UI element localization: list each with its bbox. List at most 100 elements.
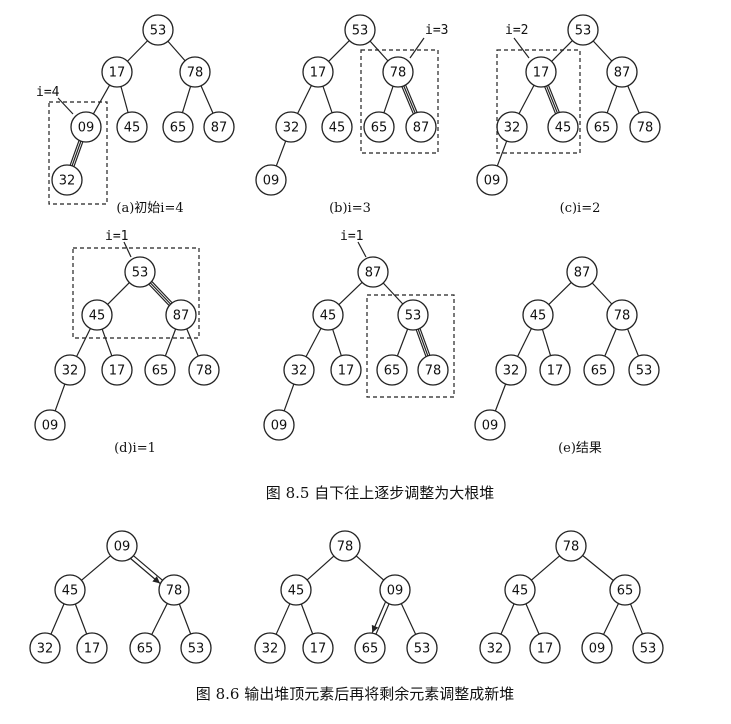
- node-value: 09: [263, 174, 280, 189]
- tree-node: 17: [302, 632, 334, 664]
- node-value: 32: [37, 642, 54, 657]
- pointer-d2-leader: [357, 241, 367, 258]
- dashed-highlight-box: [366, 294, 455, 398]
- node-value: 09: [484, 174, 501, 189]
- node-value: 32: [59, 174, 76, 189]
- tree-node: 45: [312, 299, 344, 331]
- tree-node: 45: [116, 111, 148, 143]
- tree-node: 53: [344, 14, 376, 46]
- tree-node: 17: [76, 632, 108, 664]
- node-value: 53: [636, 364, 653, 379]
- tree-edge: [101, 328, 113, 357]
- tree-node: 09: [106, 530, 138, 562]
- tree-edge: [306, 555, 335, 581]
- node-value: 45: [320, 309, 337, 324]
- arrow-head: [371, 624, 379, 633]
- pointer-d: i=1: [105, 229, 128, 244]
- tree-edge: [403, 85, 416, 114]
- tree-node: 65: [609, 574, 641, 606]
- node-value: 65: [170, 121, 187, 136]
- tree-edge: [396, 328, 409, 357]
- tree-edge: [591, 282, 613, 305]
- tree-node: 09: [474, 409, 506, 441]
- swap-mark: [73, 141, 84, 167]
- node-value: 78: [563, 540, 580, 555]
- pointer-b-leader: [409, 37, 425, 59]
- node-value: 45: [62, 584, 79, 599]
- tree-edge: [54, 383, 66, 412]
- tree-node: 87: [165, 299, 197, 331]
- tree-node: 87: [566, 256, 598, 288]
- node-value: 32: [487, 642, 504, 657]
- tree-node: 45: [522, 299, 554, 331]
- tree-node: 53: [406, 632, 438, 664]
- dashed-highlight-box: [72, 247, 200, 339]
- pointer-d2: i=1: [340, 229, 363, 244]
- node-value: 53: [405, 309, 422, 324]
- tree-edge: [541, 329, 552, 356]
- tree-node: 17: [101, 56, 133, 88]
- tree-edge: [338, 281, 363, 306]
- pointer-b: i=3: [425, 23, 448, 38]
- tree-edge: [81, 555, 111, 581]
- tree-edge: [328, 40, 350, 62]
- tree-node: 32: [51, 164, 83, 196]
- node-value: 17: [310, 642, 327, 657]
- tree-node: 32: [275, 111, 307, 143]
- tree-node: 45: [504, 574, 536, 606]
- tree-edge: [375, 603, 390, 635]
- tree-node: 45: [81, 299, 113, 331]
- tree-node: 78: [188, 354, 220, 386]
- node-value: 45: [329, 121, 346, 136]
- tree-edge: [200, 85, 214, 114]
- tree-edge: [275, 603, 291, 635]
- node-value: 17: [84, 642, 101, 657]
- tree-edge: [120, 86, 129, 113]
- tree-edge: [127, 40, 148, 62]
- tree-node: 78: [555, 530, 587, 562]
- tree-edge: [133, 555, 163, 581]
- tree-node: 17: [330, 354, 362, 386]
- tree-edge: [332, 329, 342, 356]
- tree-edge: [500, 603, 515, 635]
- tree-node: 65: [162, 111, 194, 143]
- swap-mark: [547, 84, 560, 113]
- tree-node: 78: [158, 574, 190, 606]
- tree-edge: [300, 603, 314, 635]
- tree-node: 65: [129, 632, 161, 664]
- node-value: 87: [574, 266, 591, 281]
- node-value: 87: [173, 309, 190, 324]
- node-value: 87: [413, 121, 430, 136]
- node-value: 87: [614, 66, 631, 81]
- node-value: 32: [503, 364, 520, 379]
- node-value: 65: [137, 642, 154, 657]
- node-value: 45: [512, 584, 529, 599]
- node-value: 78: [390, 66, 407, 81]
- tree-edge: [107, 282, 130, 305]
- node-value: 53: [640, 642, 657, 657]
- tree-edge: [283, 383, 295, 412]
- tree-edge: [186, 328, 199, 357]
- tree-edge: [382, 282, 404, 305]
- tree-edge: [305, 327, 322, 358]
- arrow-head: [152, 576, 160, 584]
- node-value: 65: [617, 584, 634, 599]
- panel-caption: (c)i=2: [560, 201, 601, 216]
- dashed-highlight-box: [496, 49, 581, 154]
- node-value: 53: [150, 24, 167, 39]
- swap-mark: [151, 281, 173, 304]
- node-value: 78: [337, 540, 354, 555]
- tree-edge: [275, 140, 287, 167]
- tree-node: 09: [255, 164, 287, 196]
- node-value: 32: [504, 121, 521, 136]
- tree-node: 87: [357, 256, 389, 288]
- tree-node: 65: [376, 354, 408, 386]
- tree-node: 32: [254, 632, 286, 664]
- tree-edge: [383, 85, 394, 114]
- tree-edge: [604, 328, 617, 357]
- tree-node: 09: [476, 164, 508, 196]
